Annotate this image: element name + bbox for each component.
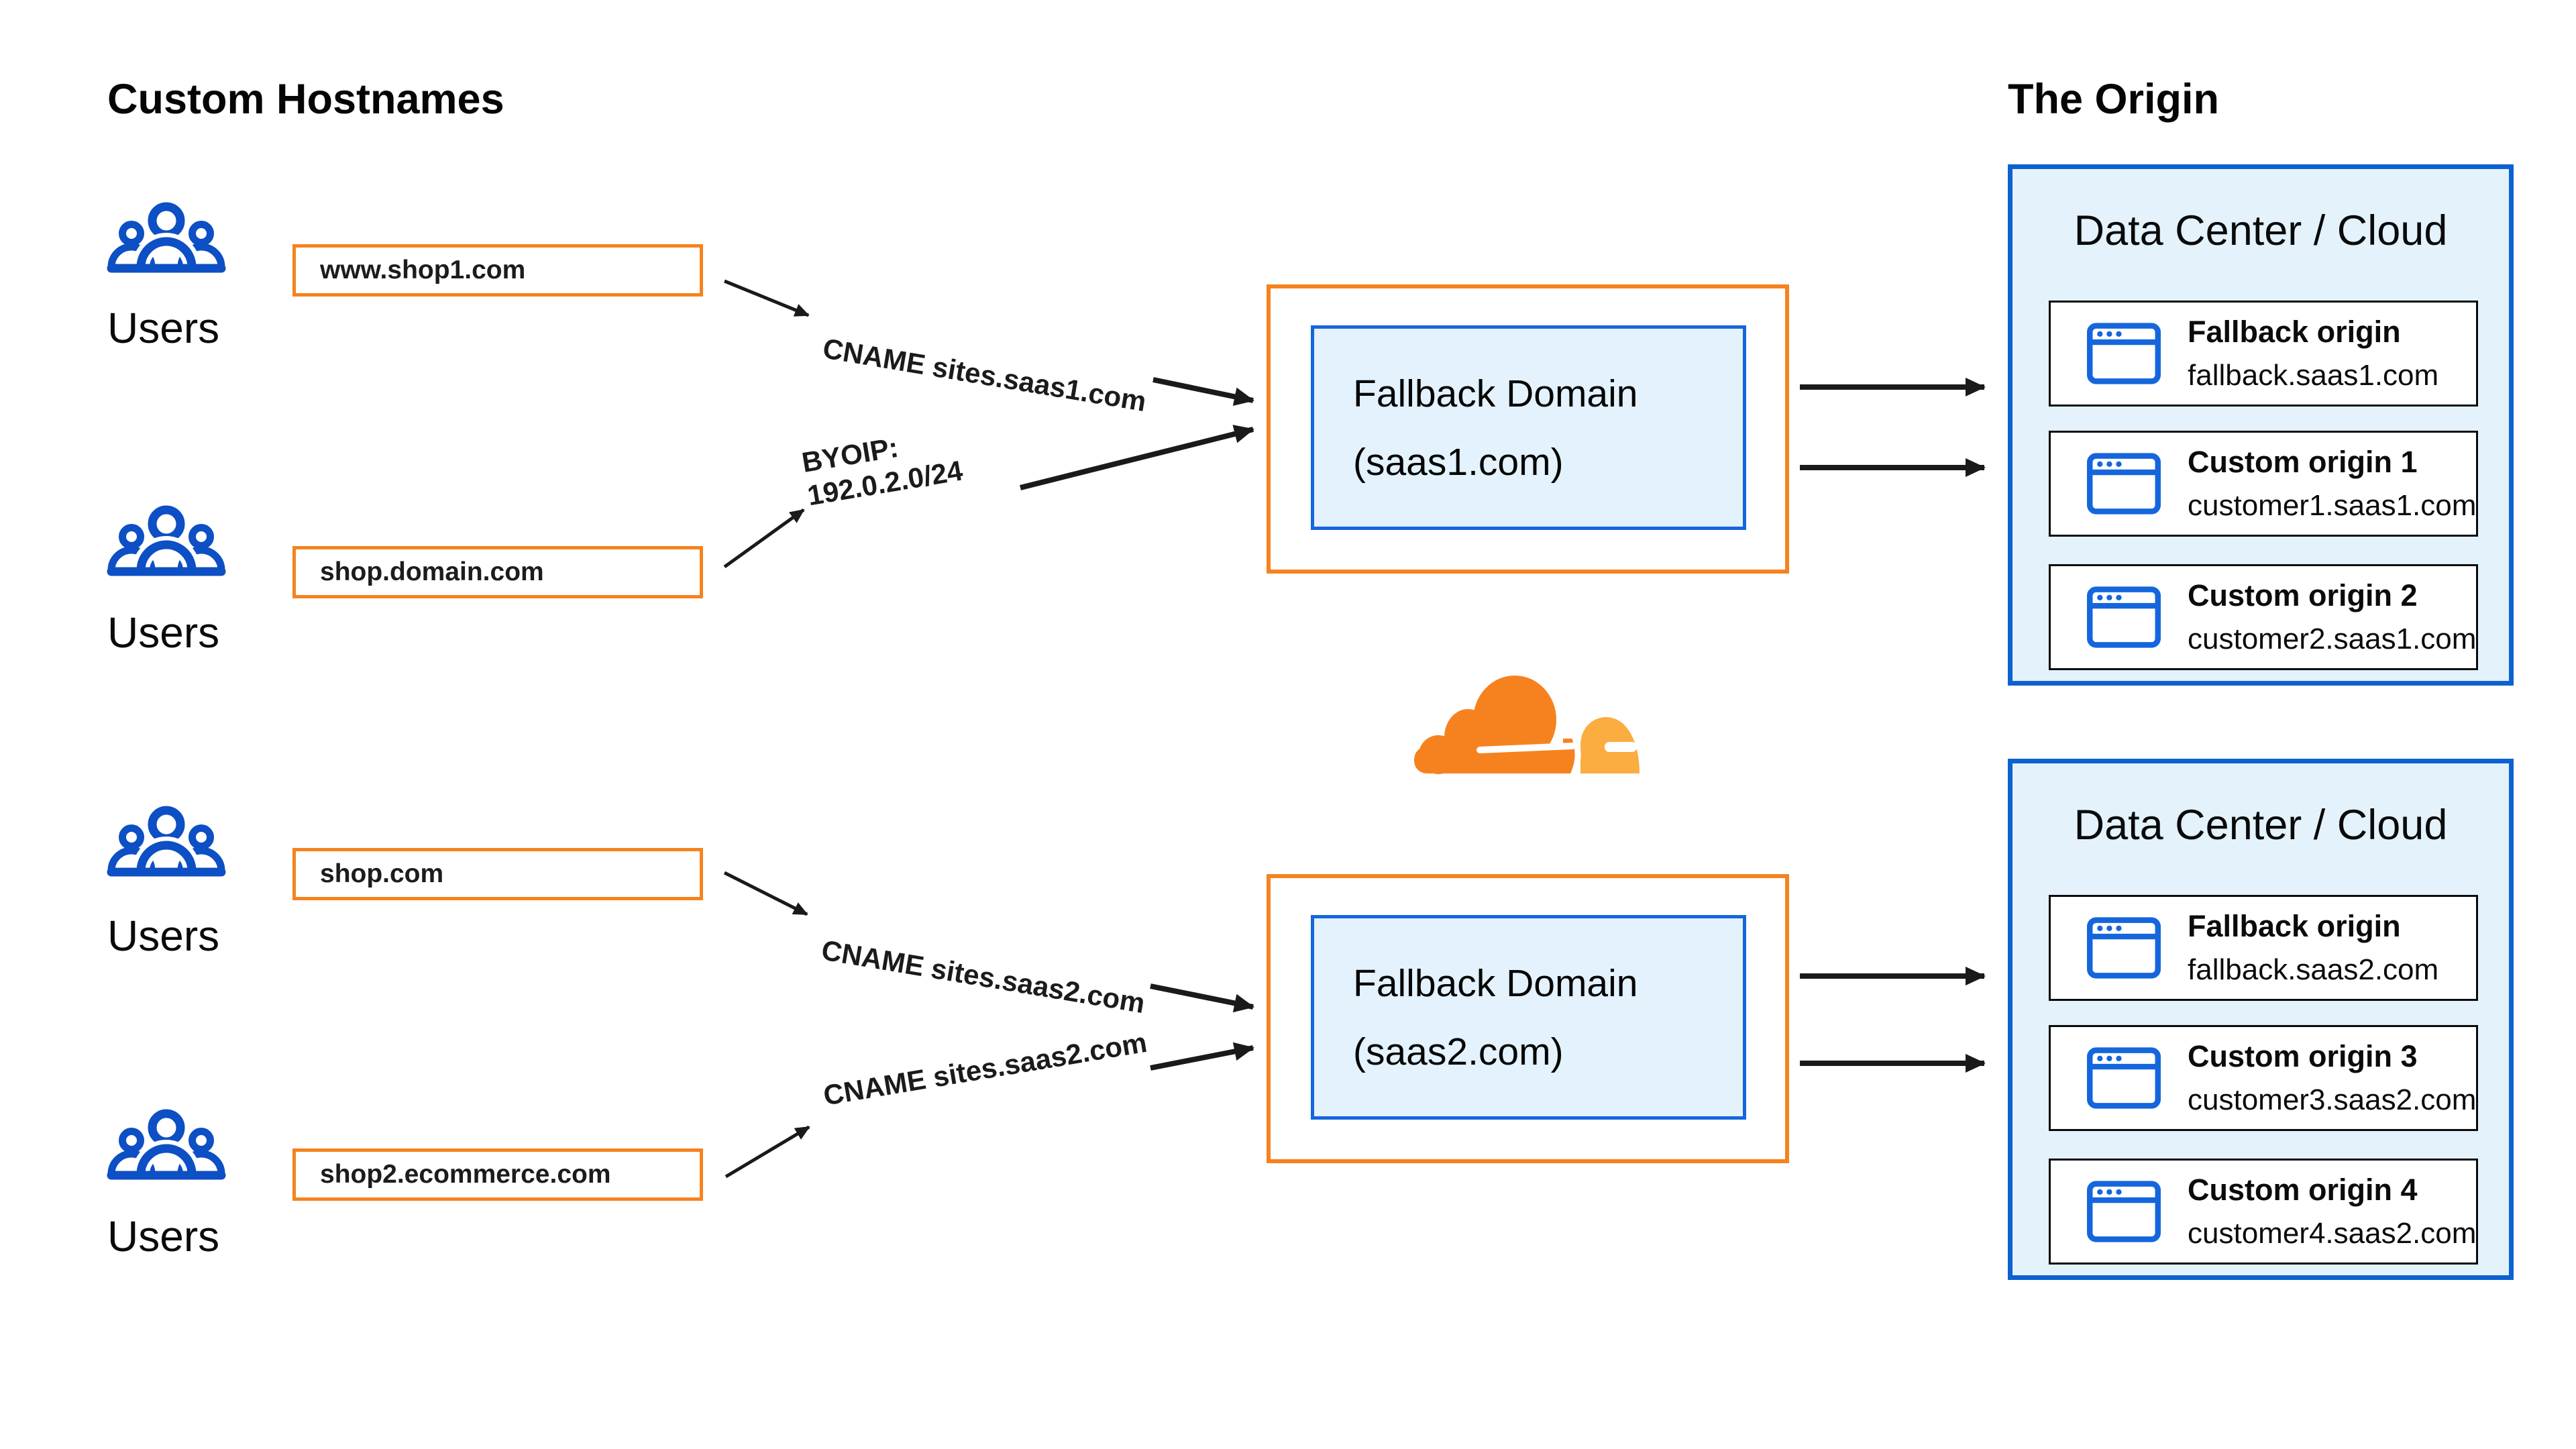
datacenter-title: Data Center / Cloud [2074, 802, 2448, 849]
custom-hostnames-title: Custom Hostnames [107, 76, 504, 123]
route-label-byoip: BYOIP: 192.0.2.0/24 [800, 421, 965, 513]
browser-window-icon [2087, 1181, 2161, 1242]
origin-name: Fallback origin [2188, 909, 2401, 943]
origin-host: fallback.saas1.com [2188, 359, 2439, 392]
arrow-shop2-to-cname-saas2-bottom [724, 1125, 810, 1179]
fallback-domain-line2: (saas2.com) [1353, 1030, 1564, 1073]
route-label-cname-saas1: CNAME sites.saas1.com [820, 332, 1149, 418]
fallback-domain-box-saas1: Fallback Domain (saas1.com) [1311, 325, 1746, 530]
origin-name: Custom origin 3 [2188, 1039, 2418, 1073]
hostname-text: shop2.ecommerce.com [320, 1160, 611, 1189]
browser-window-icon [2087, 917, 2161, 979]
origin-host: customer4.saas2.com [2188, 1217, 2477, 1250]
origin-host: customer1.saas1.com [2188, 489, 2477, 522]
browser-window-icon [2087, 1047, 2161, 1109]
origin-name: Custom origin 4 [2188, 1173, 2418, 1207]
origin-card-fallback-saas2: Fallback origin fallback.saas2.com [2049, 895, 2478, 1001]
arrow-cname-saas2-bottom-to-fallback2 [1150, 1042, 1254, 1071]
origin-host: customer3.saas2.com [2188, 1083, 2477, 1116]
origin-name: Fallback origin [2188, 315, 2401, 349]
hostname-box-shop-domain: shop.domain.com [292, 546, 703, 598]
users-icon [107, 202, 226, 276]
browser-window-icon [2087, 323, 2161, 384]
route-label-cname-saas2-bottom: CNAME sites.saas2.com [821, 1026, 1149, 1112]
users-label: Users [107, 1212, 220, 1260]
users-icon [107, 1109, 226, 1183]
arrow-shop1-to-cname-saas1 [724, 279, 810, 317]
origin-host: fallback.saas2.com [2188, 953, 2439, 986]
fallback-domain-outer-saas2: Fallback Domain (saas2.com) [1267, 874, 1789, 1163]
origin-name: Custom origin 2 [2188, 578, 2418, 612]
cloudflare-logo [1414, 676, 1640, 777]
hostname-box-shop2-ecommerce: shop2.ecommerce.com [292, 1148, 703, 1201]
origin-card-fallback-saas1: Fallback origin fallback.saas1.com [2049, 301, 2478, 407]
datacenter-title: Data Center / Cloud [2074, 207, 2448, 254]
origin-card-custom-origin-4: Custom origin 4 customer4.saas2.com [2049, 1159, 2478, 1265]
users-icon [107, 806, 226, 879]
arrow-cname-saas1-to-fallback1 [1152, 377, 1254, 407]
users-icon [107, 505, 226, 579]
users-label: Users [107, 912, 220, 960]
fallback-domain-box-saas2: Fallback Domain (saas2.com) [1311, 915, 1746, 1120]
users-label: Users [107, 608, 220, 657]
arrow-byoip-to-fallback1 [1020, 425, 1254, 490]
datacenter-box-1: Data Center / Cloud Fallback origin fall… [2008, 164, 2514, 686]
route-label-cname-saas2-top: CNAME sites.saas2.com [819, 934, 1148, 1020]
hostname-box-shop1: www.shop1.com [292, 244, 703, 297]
hostname-text: shop.domain.com [320, 557, 544, 586]
origin-card-custom-origin-3: Custom origin 3 customer3.saas2.com [2049, 1025, 2478, 1131]
the-origin-title: The Origin [2008, 76, 2219, 123]
fallback-domain-outer-saas1: Fallback Domain (saas1.com) [1267, 284, 1789, 574]
browser-window-icon [2087, 586, 2161, 648]
arrow-shopdomain-to-byoip [723, 508, 805, 569]
users-label: Users [107, 304, 220, 352]
fallback-domain-line2: (saas1.com) [1353, 440, 1564, 484]
fallback-domain-line1: Fallback Domain [1353, 961, 1638, 1005]
hostname-box-shop: shop.com [292, 848, 703, 900]
origin-host: customer2.saas1.com [2188, 623, 2477, 655]
hostname-text: shop.com [320, 859, 444, 888]
origin-card-custom-origin-2: Custom origin 2 customer2.saas1.com [2049, 564, 2478, 670]
browser-window-icon [2087, 453, 2161, 515]
datacenter-box-2: Data Center / Cloud Fallback origin fall… [2008, 759, 2514, 1280]
origin-name: Custom origin 1 [2188, 445, 2418, 479]
arrow-cname-saas2-top-to-fallback2 [1150, 983, 1254, 1013]
hostname-text: www.shop1.com [320, 256, 526, 284]
origin-card-custom-origin-1: Custom origin 1 customer1.saas1.com [2049, 431, 2478, 537]
fallback-domain-line1: Fallback Domain [1353, 372, 1638, 415]
arrow-shop-to-cname-saas2-top [723, 871, 808, 916]
